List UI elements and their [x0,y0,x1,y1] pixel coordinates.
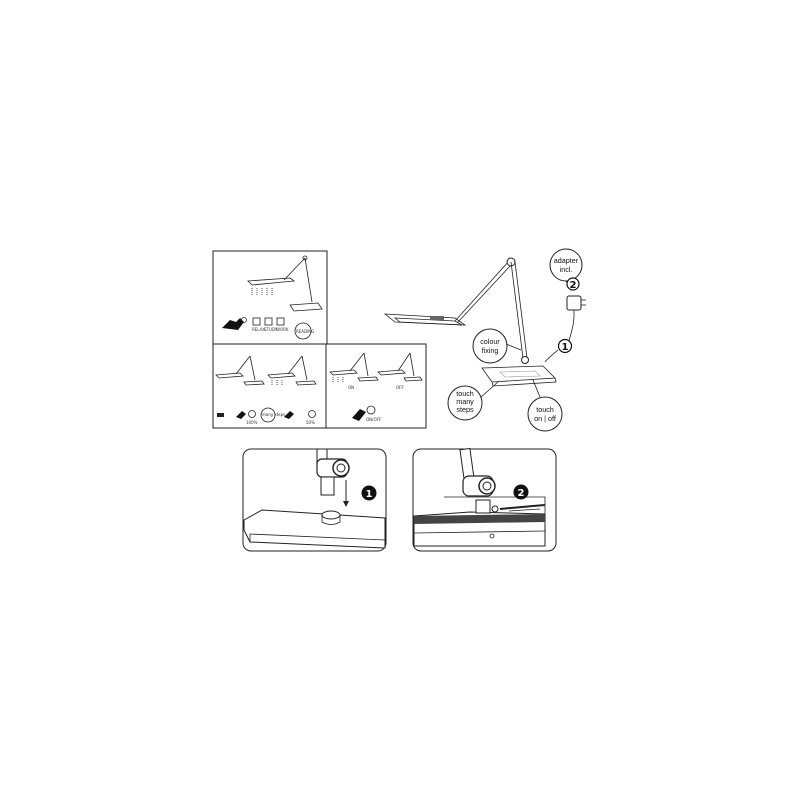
mode-label-work: WORK [276,327,289,332]
many-steps-label-3: steps [456,405,474,414]
step-2-number-main: 2 [570,280,577,291]
on-off-label-1: touch [536,405,554,414]
adapter-plug-icon [567,296,581,310]
step-2-number-assembly: 2 [518,488,525,499]
callout-colour-fixing: colour fixing [473,329,521,363]
adapter-label: adapter [554,256,579,265]
base-socket-1 [322,511,340,519]
base-touch-zone [500,371,540,377]
arm-peg-1 [321,477,334,495]
inset-panels [213,251,426,428]
off-label: OFF [396,385,404,390]
touch-pad [430,316,444,320]
step-1-number-main: 1 [562,342,569,353]
battery-icon [217,413,224,417]
callout-touch-many-steps: touch many steps [448,382,498,420]
step-1-number-assembly: 1 [366,489,373,500]
assembly-step-1: 1 [243,449,386,551]
lamp-joint-bottom [522,357,529,364]
colour-fixing-label-1: colour [480,337,500,346]
lamp-head-panel [395,318,462,325]
on-off-label: ON/OFF [366,417,382,422]
adapter-assembly: adapter incl. 2 1 [545,249,586,362]
arm-collar-2 [476,500,490,513]
adapter-cable [568,310,574,345]
adapter-incl-label: incl. [560,265,573,274]
screw-hole-2 [492,506,498,512]
lamp-arm-upper [455,261,509,321]
reading-mode-label: READING [296,329,314,334]
many-steps-label: many steps [262,412,285,417]
step-level-high: 100% [246,420,258,425]
lamp-base [482,366,555,382]
assembly-step-2: 2 [413,448,556,551]
on-off-label-2: on | off [534,414,556,423]
step-level-low: 50% [306,420,315,425]
colour-fixing-label-2: fixing [482,346,499,355]
on-label: ON [348,385,354,390]
cable-to-base [545,350,558,362]
callout-touch-on-off: touch on | off [528,380,562,431]
